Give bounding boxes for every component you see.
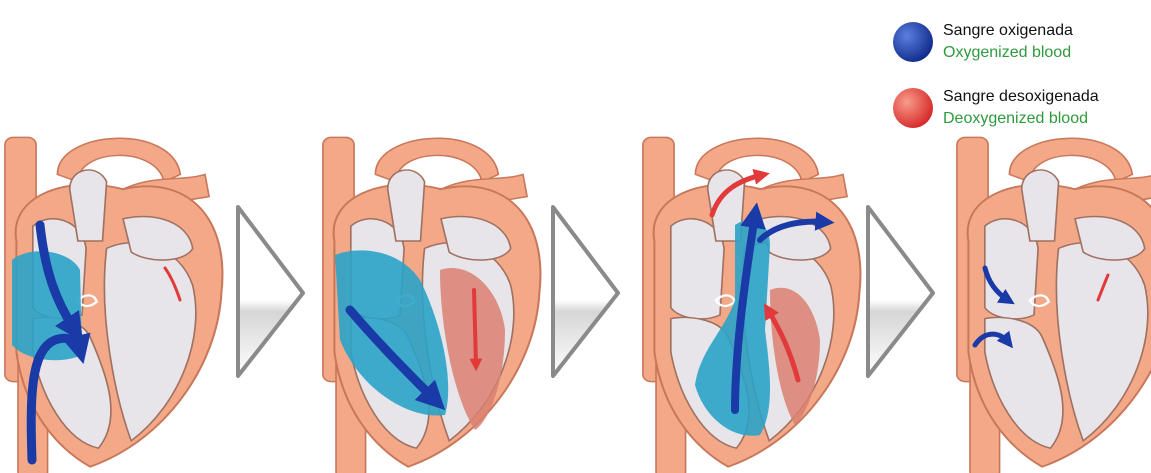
red-flow-arrow <box>474 290 476 365</box>
legend-label-en: Deoxygenized blood <box>943 108 1099 130</box>
heart-panel-2 <box>323 137 541 473</box>
legend-item-oxygenated: Sangre oxigenada Oxygenized blood <box>893 18 1143 84</box>
legend-label-es: Sangre desoxigenada <box>943 86 1099 108</box>
legend-label-es: Sangre oxigenada <box>943 20 1073 42</box>
chevron-right-icon <box>238 207 303 376</box>
heart-panel-1 <box>5 137 223 473</box>
legend-item-deoxygenated: Sangre desoxigenada Deoxygenized blood <box>893 84 1143 150</box>
legend: Sangre oxigenada Oxygenized blood Sangre… <box>893 18 1143 150</box>
chevron-right-icon <box>553 207 618 376</box>
legend-text: Sangre oxigenada Oxygenized blood <box>943 20 1073 64</box>
heart-panel-3 <box>643 137 861 473</box>
heart-panel-4 <box>957 137 1151 473</box>
chevron-right-icon <box>868 207 933 376</box>
legend-label-en: Oxygenized blood <box>943 42 1073 64</box>
legend-text: Sangre desoxigenada Deoxygenized blood <box>943 86 1099 130</box>
